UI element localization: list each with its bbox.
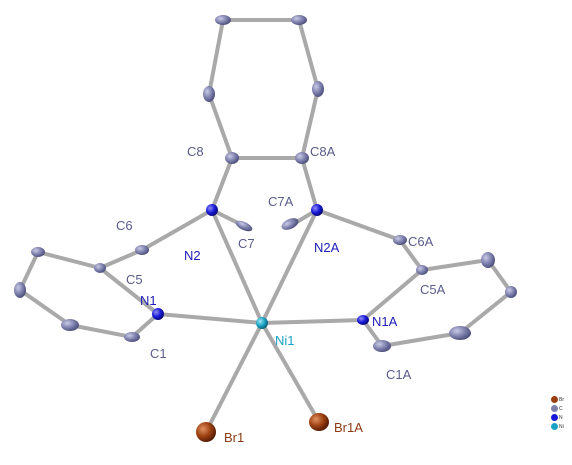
legend-label: Br [559,396,564,403]
bond [156,312,264,325]
bond [260,321,321,424]
label-c8a: C8A [310,144,336,159]
bromine-atom [309,413,329,431]
legend-label: Ni [559,423,564,430]
label-br1a: Br1A [334,420,363,435]
bond [260,318,365,325]
carbon-atom [135,245,149,255]
carbon-atom [225,152,239,164]
carbon-atom [393,235,407,245]
element-legend: Br C N Ni [551,395,572,431]
bond [380,331,462,348]
label-c8: C8 [187,144,204,159]
bond [210,156,234,212]
bond [207,18,225,96]
bromine-atom [196,422,216,442]
label-c5a: C5A [420,282,446,297]
nitrogen-atom [357,315,369,325]
carbon-atom [61,319,79,331]
label-n1a: N1A [372,314,398,329]
label-n1: N1 [140,293,157,308]
legend-item: N [551,413,572,422]
atoms [14,15,517,442]
label-c6a: C6A [408,234,434,249]
atom-labels: C8 C8A C6 C7A C7 N2 N2A C6A C5 C5A N1 N1… [116,144,446,445]
bond [300,87,320,160]
bond [204,321,264,434]
legend-item: Ni [551,422,572,431]
bond [98,266,160,316]
label-c5: C5 [126,272,143,287]
carbon-atom [312,81,324,97]
bond [36,250,102,270]
legend-swatch-icon [551,423,558,430]
bond [207,92,234,160]
carbon-atom [449,326,471,340]
nitrogen-atom [311,204,323,216]
bond [210,208,264,325]
label-ni1: Ni1 [275,333,295,348]
legend-swatch-icon [551,396,558,403]
label-c1a: C1A [386,367,412,382]
bond [315,208,402,242]
legend-item: C [551,404,572,413]
bond [260,208,319,325]
label-c1: C1 [150,346,167,361]
bond [361,268,424,322]
bond [68,323,134,339]
carbon-atom [14,282,26,298]
carbon-atom [215,15,231,25]
carbon-atom [505,286,517,298]
bond [300,156,319,212]
carbon-atom [124,332,140,342]
bond [140,208,214,252]
legend-swatch-icon [551,405,558,412]
label-n2: N2 [184,248,201,263]
bond [18,288,72,327]
carbon-atom [281,218,299,230]
nickel-atom [256,317,268,329]
legend-item: Br [551,395,572,404]
carbon-atom [416,265,428,275]
carbon-atom [203,86,215,102]
bond [98,248,144,270]
carbon-atom [31,247,45,257]
legend-label: C [559,405,563,412]
label-c6: C6 [116,218,133,233]
carbon-atom [235,220,253,232]
bond [458,290,513,335]
carbon-atom [481,252,495,268]
carbon-atom [94,263,106,273]
nitrogen-atom [152,308,164,320]
bond [398,238,424,272]
label-c7a: C7A [268,194,294,209]
legend-swatch-icon [551,414,558,421]
carbon-atom [373,340,391,352]
label-n2a: N2A [314,240,340,255]
label-c7: C7 [238,236,255,251]
carbon-atom [295,152,309,164]
bond [420,258,490,272]
label-br1: Br1 [224,430,244,445]
bond [297,18,320,91]
legend-label: N [559,414,563,421]
nitrogen-atom [206,204,218,216]
carbon-atom [291,15,307,25]
bonds [18,18,513,434]
